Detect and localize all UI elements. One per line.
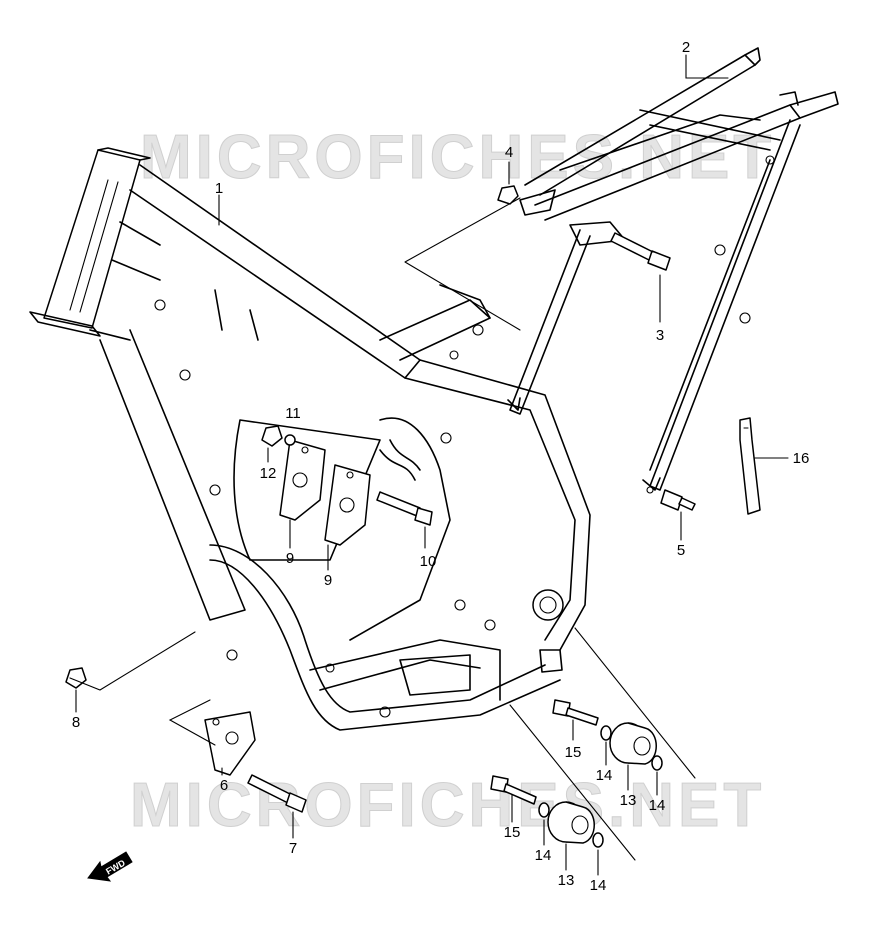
main-frame[interactable] — [29, 147, 591, 731]
leader-roller-lower — [509, 704, 636, 861]
subframe-leader — [404, 197, 521, 331]
washer-part-14d[interactable] — [592, 832, 604, 848]
label-part-14c: 14 — [535, 847, 552, 864]
label-part-14d: 14 — [590, 877, 607, 894]
label-part-16: 16 — [793, 450, 810, 467]
label-part-15b: 15 — [504, 824, 521, 841]
chain-roller-part-13a[interactable] — [609, 722, 657, 765]
mount-plate-part-9a[interactable] — [279, 439, 326, 521]
washer-part-14b[interactable] — [651, 755, 663, 771]
label-part-13b: 13 — [558, 872, 575, 889]
chain-roller-part-13b[interactable] — [547, 801, 595, 844]
bolt-part-3[interactable] — [610, 232, 671, 271]
label-part-14b: 14 — [649, 797, 666, 814]
label-part-11: 11 — [285, 405, 301, 422]
mount-plate-part-6[interactable] — [204, 711, 256, 776]
nut-part-12[interactable] — [261, 425, 283, 447]
label-part-4: 4 — [505, 144, 513, 161]
watermark-top: MICROFICHES.NET — [140, 123, 775, 192]
rear-subframe[interactable] — [507, 47, 839, 494]
label-part-7: 7 — [289, 840, 297, 857]
clip-part-16[interactable] — [739, 417, 761, 515]
leader-2 — [685, 54, 729, 79]
washer-part-14c[interactable] — [538, 802, 550, 818]
leader-part-6 — [168, 699, 216, 746]
label-part-10: 10 — [420, 553, 437, 570]
bolt-part-15b[interactable] — [490, 775, 537, 805]
label-part-12: 12 — [260, 465, 277, 482]
label-part-8: 8 — [72, 714, 80, 731]
label-part-13a: 13 — [620, 792, 637, 809]
bolt-part-7[interactable] — [247, 774, 307, 813]
label-part-9b: 9 — [324, 572, 332, 589]
label-part-14a: 14 — [596, 767, 613, 784]
bolt-part-5[interactable] — [660, 489, 696, 511]
label-part-6: 6 — [220, 777, 228, 794]
label-part-9a: 9 — [286, 550, 294, 567]
leader-roller-upper — [574, 627, 696, 779]
fwd-arrow-icon: FWD — [87, 851, 133, 882]
washer-part-11[interactable] — [284, 434, 296, 446]
washer-part-14a[interactable] — [600, 725, 612, 741]
watermark-bottom: MICROFICHES.NET — [130, 771, 765, 840]
label-part-1: 1 — [215, 180, 223, 197]
bolt-part-10[interactable] — [376, 491, 433, 526]
label-part-3: 3 — [656, 327, 664, 344]
bolt-part-15a[interactable] — [552, 699, 599, 726]
nut-part-8[interactable] — [65, 667, 87, 689]
label-part-5: 5 — [677, 542, 685, 559]
nut-part-4[interactable] — [497, 185, 519, 205]
label-part-2: 2 — [682, 39, 690, 56]
mount-plate-part-9b[interactable] — [324, 464, 371, 546]
label-part-15a: 15 — [565, 744, 582, 761]
leader-part-8 — [69, 631, 196, 691]
